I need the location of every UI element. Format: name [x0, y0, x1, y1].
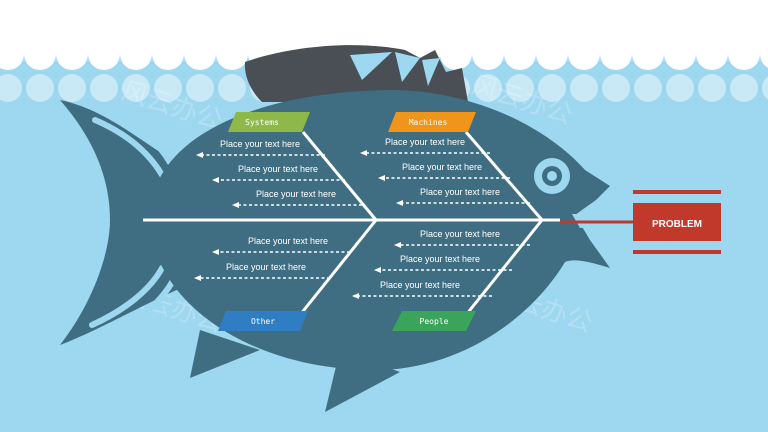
wave-scallop: [568, 38, 600, 70]
wave-scallop: [440, 38, 472, 70]
wave-bubble: [0, 74, 22, 102]
cause-machines-3[interactable]: Place your text here: [420, 187, 500, 197]
wave-bubble: [58, 74, 86, 102]
bone-systems: [301, 131, 378, 221]
cause-arrows: [200, 152, 530, 297]
wave-bubble: [122, 74, 150, 102]
wave-scallop: [536, 38, 568, 70]
cause-other-1[interactable]: Place your text here: [248, 236, 328, 246]
category-people-label: People: [420, 317, 449, 326]
cause-people-1[interactable]: Place your text here: [420, 229, 500, 239]
wave-bubble: [506, 74, 534, 102]
problem-box[interactable]: PROBLEM: [633, 190, 721, 254]
wave-bubble: [730, 74, 758, 102]
wave-scallop: [88, 38, 120, 70]
cause-people-3[interactable]: Place your text here: [380, 280, 460, 290]
wave-scallop: [184, 38, 216, 70]
wave-scallop: [216, 38, 248, 70]
wave-bubble: [762, 76, 768, 100]
category-machines[interactable]: Machines: [388, 112, 476, 132]
wave-scallop: [120, 38, 152, 70]
category-systems-box: [228, 112, 310, 132]
bone-other: [294, 219, 378, 321]
category-people-box: [392, 311, 476, 331]
fish-eye: [534, 158, 570, 194]
fish-body: [150, 90, 610, 371]
category-other[interactable]: Other: [218, 311, 308, 331]
wave-scallop: [24, 38, 56, 70]
wave-bubble: [218, 74, 246, 102]
cause-arrowheads: [194, 150, 403, 299]
wave-bubble: [698, 74, 726, 102]
cause-other-2[interactable]: Place your text here: [226, 262, 306, 272]
bone-people: [460, 219, 544, 321]
category-systems-label: Systems: [245, 118, 279, 127]
bone-machines: [464, 131, 544, 221]
pelvic-fin: [190, 330, 260, 378]
wave-scallop: [632, 38, 664, 70]
category-machines-box: [388, 112, 476, 132]
wave-bubble: [154, 74, 182, 102]
wave-scallop: [760, 40, 768, 68]
cause-machines-2[interactable]: Place your text here: [402, 162, 482, 172]
wave-scallop: [504, 38, 536, 70]
cause-systems-2[interactable]: Place your text here: [238, 164, 318, 174]
wave-bubble: [538, 74, 566, 102]
category-systems[interactable]: Systems: [228, 112, 310, 132]
wave-bubble: [26, 74, 54, 102]
cause-machines-1[interactable]: Place your text here: [385, 137, 465, 147]
wave-scallop: [0, 38, 24, 70]
category-other-box: [218, 311, 308, 331]
wave-bubble: [634, 74, 662, 102]
cause-systems-1[interactable]: Place your text here: [220, 139, 300, 149]
wave-bubble: [570, 74, 598, 102]
wave-bubble: [90, 74, 118, 102]
wave-bubble: [474, 74, 502, 102]
fishbone-skeleton: [143, 131, 560, 321]
tail-fin: [60, 100, 200, 345]
cause-systems-3[interactable]: Place your text here: [256, 189, 336, 199]
wave-scallop: [728, 38, 760, 70]
cause-texts: Place your text here Place your text her…: [220, 137, 500, 290]
wave-bubble: [186, 74, 214, 102]
wave-scallop: [152, 38, 184, 70]
wave-scallop: [696, 38, 728, 70]
wave-scallop: [472, 38, 504, 70]
cause-people-2[interactable]: Place your text here: [400, 254, 480, 264]
wave-bubble: [602, 74, 630, 102]
problem-label: PROBLEM: [652, 219, 702, 230]
wave-scallop: [664, 38, 696, 70]
wave-scallop: [600, 38, 632, 70]
wave-bubble: [666, 74, 694, 102]
category-people[interactable]: People: [392, 311, 476, 331]
category-other-label: Other: [251, 317, 275, 326]
wave-scallop: [56, 38, 88, 70]
dorsal-fin-notches: [350, 52, 440, 86]
category-machines-label: Machines: [409, 118, 448, 127]
